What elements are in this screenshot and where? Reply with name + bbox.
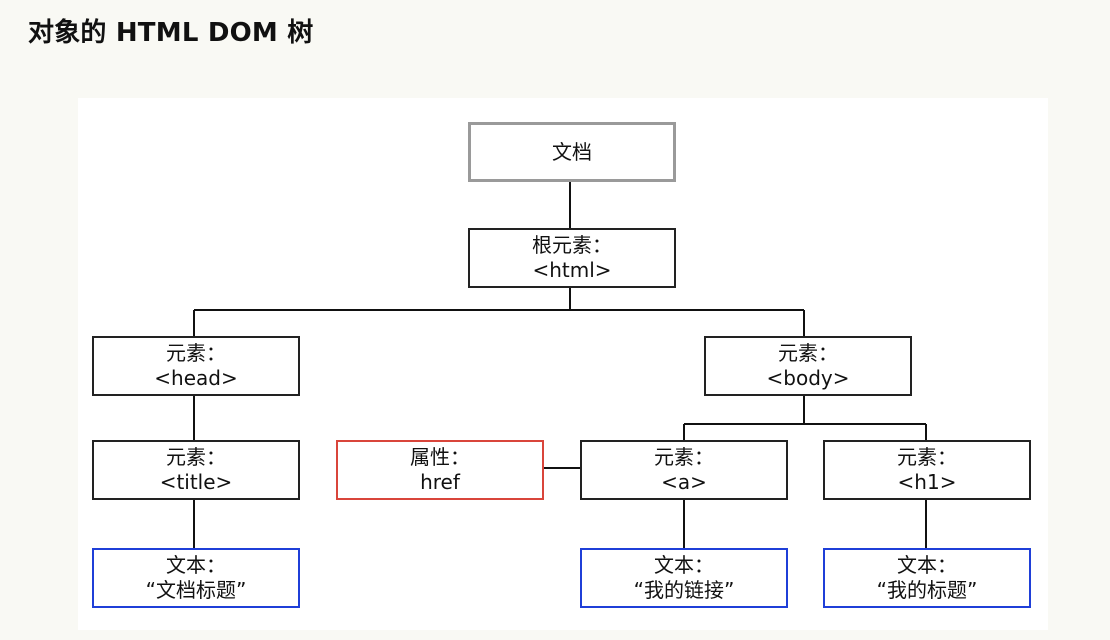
node-text-link: 文本： “我的链接” bbox=[580, 548, 788, 608]
node-head: 元素： <head> bbox=[92, 336, 300, 396]
node-title-element-label: 元素： bbox=[166, 445, 226, 469]
node-a-label: 元素： bbox=[654, 445, 714, 469]
page-title: 对象的 HTML DOM 树 bbox=[28, 18, 314, 48]
node-a: 元素： <a> bbox=[580, 440, 788, 500]
node-attribute-href: 属性： href bbox=[336, 440, 544, 500]
node-text-title: 文本： “文档标题” bbox=[92, 548, 300, 608]
node-document: 文档 bbox=[468, 122, 676, 182]
node-h1: 元素： <h1> bbox=[823, 440, 1031, 500]
node-text-title-label: 文本： bbox=[166, 553, 226, 577]
node-text-heading-content: “我的标题” bbox=[876, 578, 978, 602]
node-text-heading: 文本： “我的标题” bbox=[823, 548, 1031, 608]
node-html: 根元素： <html> bbox=[468, 228, 676, 288]
node-h1-tag: <h1> bbox=[897, 470, 957, 494]
tree-connectors bbox=[193, 182, 927, 548]
node-body-label: 元素： bbox=[778, 341, 838, 365]
node-text-heading-label: 文本： bbox=[897, 553, 957, 577]
node-a-tag: <a> bbox=[661, 470, 707, 494]
node-body-tag: <body> bbox=[766, 366, 850, 390]
node-text-link-label: 文本： bbox=[654, 553, 714, 577]
node-html-label: 根元素： bbox=[532, 233, 612, 257]
node-attribute-value: href bbox=[420, 470, 460, 494]
dom-tree-diagram: 文档 根元素： <html> 元素： <head> 元素： <body> 元素：… bbox=[78, 98, 1048, 630]
node-h1-label: 元素： bbox=[897, 445, 957, 469]
node-head-tag: <head> bbox=[154, 366, 238, 390]
node-text-title-content: “文档标题” bbox=[145, 578, 247, 602]
node-body: 元素： <body> bbox=[704, 336, 912, 396]
node-title-element-tag: <title> bbox=[159, 470, 233, 494]
node-document-label: 文档 bbox=[552, 139, 592, 164]
node-attribute-label: 属性： bbox=[410, 445, 470, 469]
node-html-tag: <html> bbox=[532, 258, 612, 282]
node-text-link-content: “我的链接” bbox=[633, 578, 735, 602]
node-head-label: 元素： bbox=[166, 341, 226, 365]
node-title-element: 元素： <title> bbox=[92, 440, 300, 500]
